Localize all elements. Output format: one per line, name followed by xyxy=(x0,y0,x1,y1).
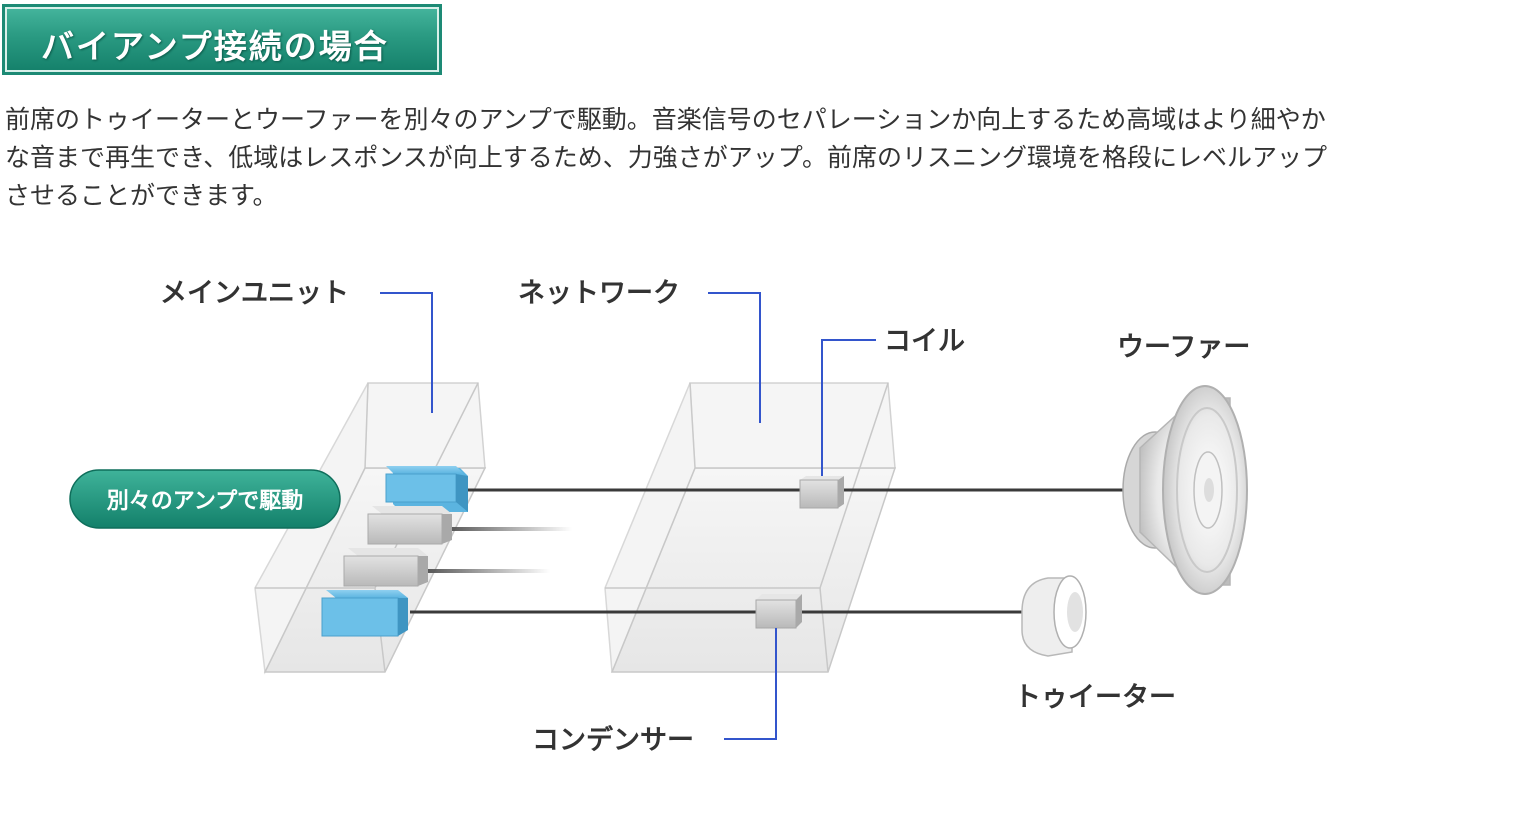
coil-label: コイル xyxy=(884,326,965,357)
main-unit-label: メインユニット xyxy=(160,278,349,309)
coil-component xyxy=(799,476,844,509)
network-leader xyxy=(708,292,761,423)
unused-amp-output-1 xyxy=(447,527,572,531)
description-paragraph: 前席のトゥイーターとウーファーを別々のアンプで駆動。音楽信号のセパレーションか向… xyxy=(5,105,1328,210)
separate-amp-pill: 別々のアンプで駆動 xyxy=(69,469,341,529)
woofer-speaker xyxy=(1122,385,1248,595)
pill-label: 別々のアンプで駆動 xyxy=(107,489,303,514)
section-heading: バイアンプ接続の場合 xyxy=(2,4,442,75)
leader-lines xyxy=(380,292,876,740)
main-unit-leader xyxy=(380,292,433,413)
amp-tweeter-block xyxy=(321,590,408,637)
network-box xyxy=(604,382,897,673)
network-label: ネットワーク xyxy=(518,278,680,309)
amp-block-2 xyxy=(367,506,452,545)
condenser-component xyxy=(755,594,802,629)
unused-amp-output-2 xyxy=(425,569,550,573)
amp-woofer-block xyxy=(385,466,468,512)
tweeter-label: トゥイーター xyxy=(1014,682,1176,713)
condenser-leader xyxy=(724,628,777,740)
section-title: バイアンプ接続の場合 xyxy=(41,27,389,66)
condenser-label: コンデンサー xyxy=(532,724,694,756)
woofer-label: ウーファー xyxy=(1117,332,1250,363)
tweeter-speaker xyxy=(1021,575,1087,657)
coil-leader xyxy=(821,339,876,476)
amp-block-3 xyxy=(343,548,428,587)
